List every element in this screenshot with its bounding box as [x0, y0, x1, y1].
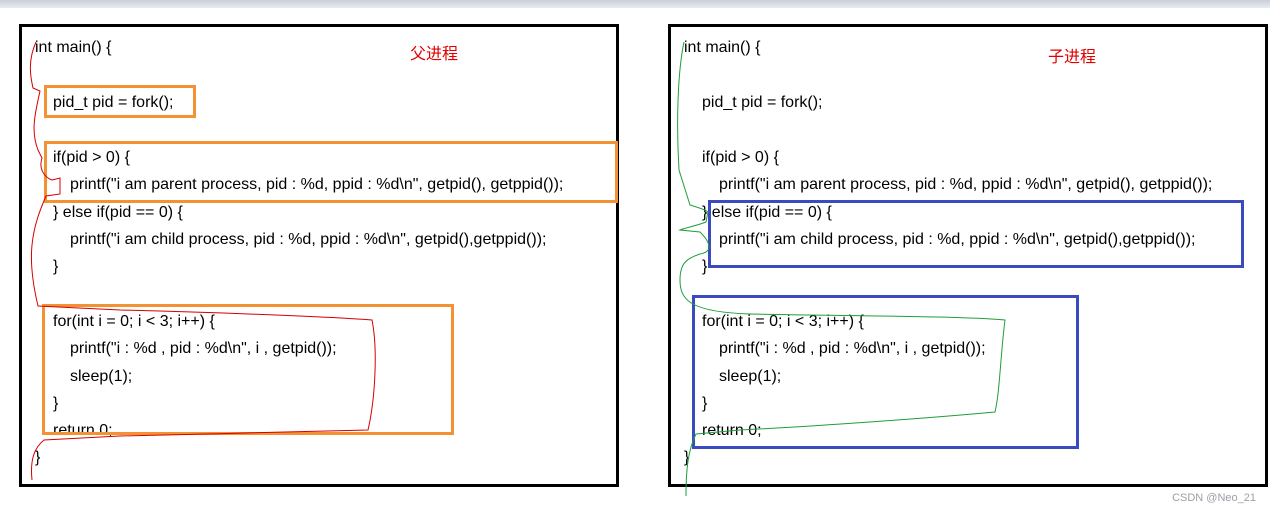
parent-branch-highlight-box [44, 141, 618, 203]
code-line-main: int main() { [684, 39, 761, 56]
code-line-printf-child: printf("i am child process, pid : %d, pp… [70, 231, 547, 248]
fork-highlight-box [44, 85, 196, 118]
code-line-fork: pid_t pid = fork(); [702, 94, 823, 111]
code-line-close-if: } [702, 258, 708, 275]
parent-process-label: 父进程 [410, 44, 459, 63]
code-line-if-parent: if(pid > 0) { [702, 149, 779, 166]
code-line-close-main: } [35, 449, 41, 466]
top-bar [0, 0, 1270, 8]
code-line-else-if-child: } else if(pid == 0) { [53, 204, 183, 221]
code-line-main: int main() { [35, 39, 112, 56]
child-branch-highlight-box [708, 200, 1244, 268]
code-line-close-main: } [684, 449, 690, 466]
code-line-printf-parent: printf("i am parent process, pid : %d, p… [719, 176, 1213, 193]
code-line-close-if: } [53, 258, 59, 275]
loop-highlight-box [42, 304, 454, 435]
child-process-label: 子进程 [1048, 47, 1097, 66]
loop-highlight-box [692, 295, 1079, 449]
watermark: CSDN @Neo_21 [1172, 492, 1256, 504]
